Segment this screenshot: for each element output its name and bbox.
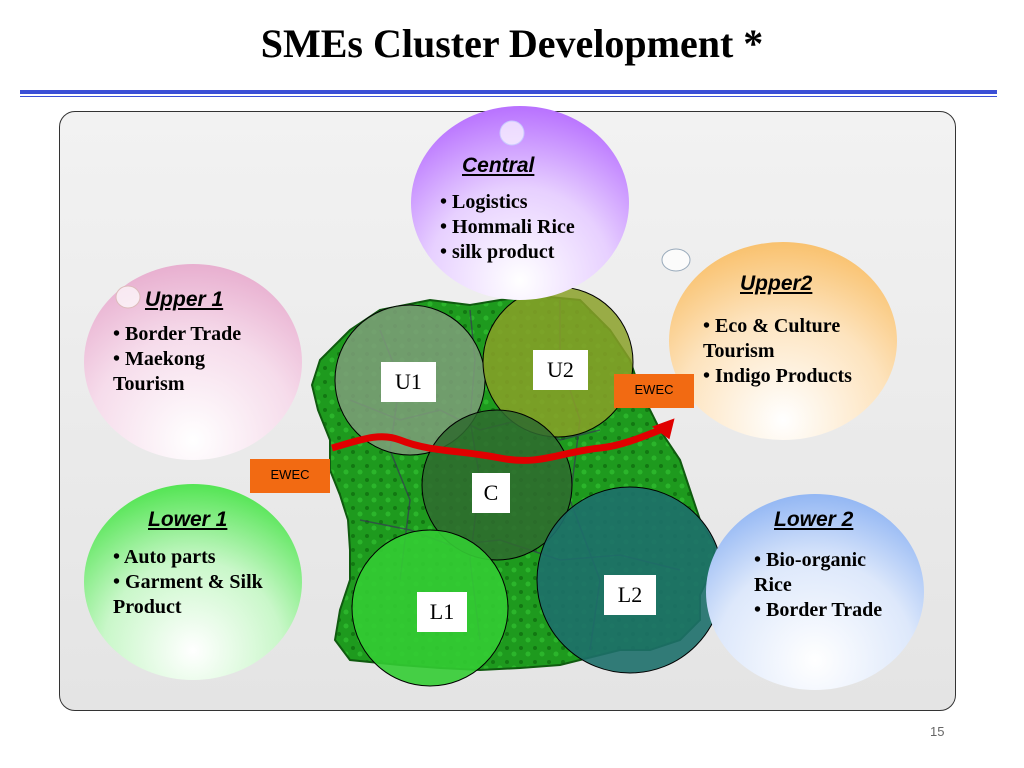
lower2-title: Lower 2 — [774, 508, 854, 531]
lower1-title: Lower 1 — [148, 508, 228, 531]
central-item: Logistics — [440, 190, 575, 215]
lower2-item: Bio-organic Rice — [754, 548, 894, 598]
upper1-item: Border Trade — [113, 322, 293, 347]
upper2-item: Indigo Products — [703, 364, 903, 389]
upper1-title: Upper 1 — [145, 288, 224, 311]
sparkle-icon — [499, 120, 525, 146]
upper1-list: Border Trade Maekong Tourism — [113, 322, 293, 397]
zone-label-l1: L1 — [417, 592, 467, 632]
ewec-label-left: EWEC — [250, 459, 330, 493]
lower1-list: Auto parts Garment & Silk Product — [113, 545, 283, 620]
zone-label-c: C — [472, 473, 510, 513]
zone-label-l2: L2 — [604, 575, 656, 615]
slide-title: SMEs Cluster Development * — [260, 21, 764, 66]
central-title: Central — [462, 154, 535, 177]
lower1-item: Garment & Silk Product — [113, 570, 283, 620]
ewec-arrow-head — [651, 418, 675, 440]
upper2-item: Eco & Culture Tourism — [703, 314, 883, 364]
page-number: 15 — [930, 724, 945, 739]
upper2-list: Eco & Culture Tourism Indigo Products — [703, 314, 903, 389]
title-rule — [20, 90, 997, 94]
upper1-item: Maekong Tourism — [113, 347, 243, 397]
lower2-list: Bio-organic Rice Border Trade — [754, 548, 924, 623]
zone-label-u1: U1 — [381, 362, 436, 402]
zone-label-u2: U2 — [533, 350, 588, 390]
lower2-item: Border Trade — [754, 598, 924, 623]
sparkle-icon — [661, 248, 691, 272]
lower1-item: Auto parts — [113, 545, 283, 570]
title-rule-thin — [20, 96, 997, 97]
central-list: Logistics Hommali Rice silk product — [440, 190, 575, 265]
sparkle-icon — [115, 285, 141, 309]
ewec-corridor-arrow — [331, 426, 662, 464]
upper2-title: Upper2 — [740, 272, 813, 295]
central-item: silk product — [440, 240, 575, 265]
ewec-label-right: EWEC — [614, 374, 694, 408]
central-item: Hommali Rice — [440, 215, 575, 240]
